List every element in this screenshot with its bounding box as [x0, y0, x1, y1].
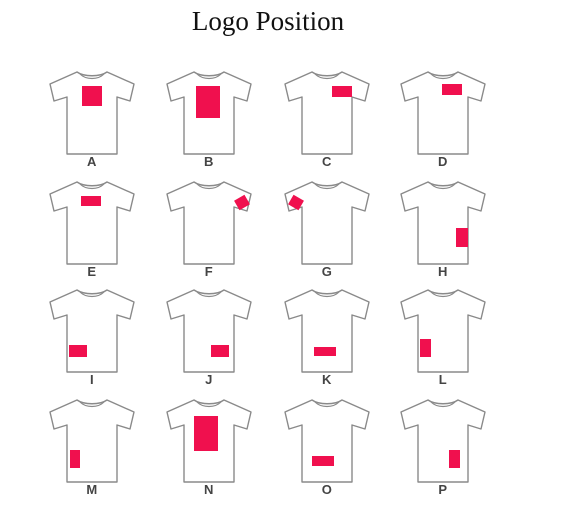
page-title: Logo Position	[191, 6, 345, 36]
position-label: E	[87, 264, 97, 279]
tshirt-outline	[284, 399, 370, 483]
logo-area	[449, 450, 460, 468]
logo-area	[81, 196, 101, 206]
position-b: B	[154, 66, 264, 176]
tshirt-collar	[79, 291, 105, 298]
position-h: H	[388, 176, 498, 286]
tshirt-collar	[79, 183, 105, 190]
logo-area	[82, 86, 102, 106]
logo-area	[288, 194, 304, 211]
position-i: I	[37, 284, 147, 394]
tshirt-collar	[314, 183, 340, 190]
position-label: L	[438, 372, 448, 387]
tshirt-icon	[400, 289, 486, 373]
tshirt-icon	[400, 71, 486, 155]
tshirt-outline	[400, 71, 486, 155]
tshirt-icon	[49, 289, 135, 373]
position-o: O	[272, 394, 382, 504]
position-l: L	[388, 284, 498, 394]
position-m: M	[37, 394, 147, 504]
logo-area	[442, 84, 462, 95]
position-k: K	[272, 284, 382, 394]
tshirt-collar	[79, 401, 105, 408]
tshirt-collar	[79, 73, 105, 80]
position-label: D	[438, 154, 448, 169]
position-label: G	[321, 264, 333, 279]
tshirt-collar	[196, 291, 222, 298]
logo-area	[420, 339, 431, 357]
position-e: E	[37, 176, 147, 286]
tshirt-outline	[166, 289, 252, 373]
position-n: N	[154, 394, 264, 504]
tshirt-outline	[49, 399, 135, 483]
logo-area	[69, 345, 87, 357]
tshirt-collar	[196, 401, 222, 408]
position-label: H	[438, 264, 448, 279]
position-label: O	[321, 482, 333, 497]
logo-area	[456, 228, 468, 247]
tshirt-icon	[284, 399, 370, 483]
tshirt-outline	[284, 71, 370, 155]
tshirt-outline	[400, 289, 486, 373]
tshirt-collar	[430, 73, 456, 80]
position-label: J	[205, 372, 213, 387]
position-label: I	[89, 372, 95, 387]
logo-area	[70, 450, 80, 468]
position-c: C	[272, 66, 382, 176]
position-label: B	[204, 154, 214, 169]
tshirt-icon	[400, 181, 486, 265]
position-label: A	[87, 154, 97, 169]
logo-area	[194, 416, 218, 451]
tshirt-outline	[400, 399, 486, 483]
tshirt-collar	[430, 291, 456, 298]
position-j: J	[154, 284, 264, 394]
tshirt-icon	[166, 181, 252, 265]
logo-area	[211, 345, 229, 357]
logo-area	[312, 456, 334, 466]
position-p: P	[388, 394, 498, 504]
position-d: D	[388, 66, 498, 176]
position-label: P	[438, 482, 448, 497]
position-f: F	[154, 176, 264, 286]
tshirt-outline	[284, 181, 370, 265]
position-label: N	[204, 482, 214, 497]
position-label: M	[86, 482, 98, 497]
tshirt-icon	[166, 399, 252, 483]
tshirt-collar	[314, 401, 340, 408]
tshirt-icon	[284, 71, 370, 155]
tshirt-icon	[166, 71, 252, 155]
tshirt-outline	[49, 289, 135, 373]
logo-area	[196, 86, 220, 118]
logo-area	[234, 194, 250, 211]
position-a: A	[37, 66, 147, 176]
tshirt-collar	[430, 183, 456, 190]
tshirt-collar	[430, 401, 456, 408]
tshirt-icon	[284, 181, 370, 265]
position-g: G	[272, 176, 382, 286]
tshirt-outline	[166, 181, 252, 265]
tshirt-icon	[284, 289, 370, 373]
tshirt-collar	[196, 73, 222, 80]
tshirt-icon	[49, 71, 135, 155]
position-label: C	[322, 154, 332, 169]
tshirt-icon	[166, 289, 252, 373]
tshirt-collar	[314, 291, 340, 298]
tshirt-collar	[196, 183, 222, 190]
tshirt-icon	[49, 181, 135, 265]
tshirt-icon	[400, 399, 486, 483]
tshirt-outline	[400, 181, 486, 265]
tshirt-icon	[49, 399, 135, 483]
tshirt-collar	[314, 73, 340, 80]
logo-area	[332, 86, 352, 97]
position-label: K	[322, 372, 332, 387]
tshirt-outline	[284, 289, 370, 373]
logo-area	[314, 347, 336, 356]
tshirt-outline	[49, 71, 135, 155]
tshirt-outline	[49, 181, 135, 265]
position-label: F	[204, 264, 214, 279]
